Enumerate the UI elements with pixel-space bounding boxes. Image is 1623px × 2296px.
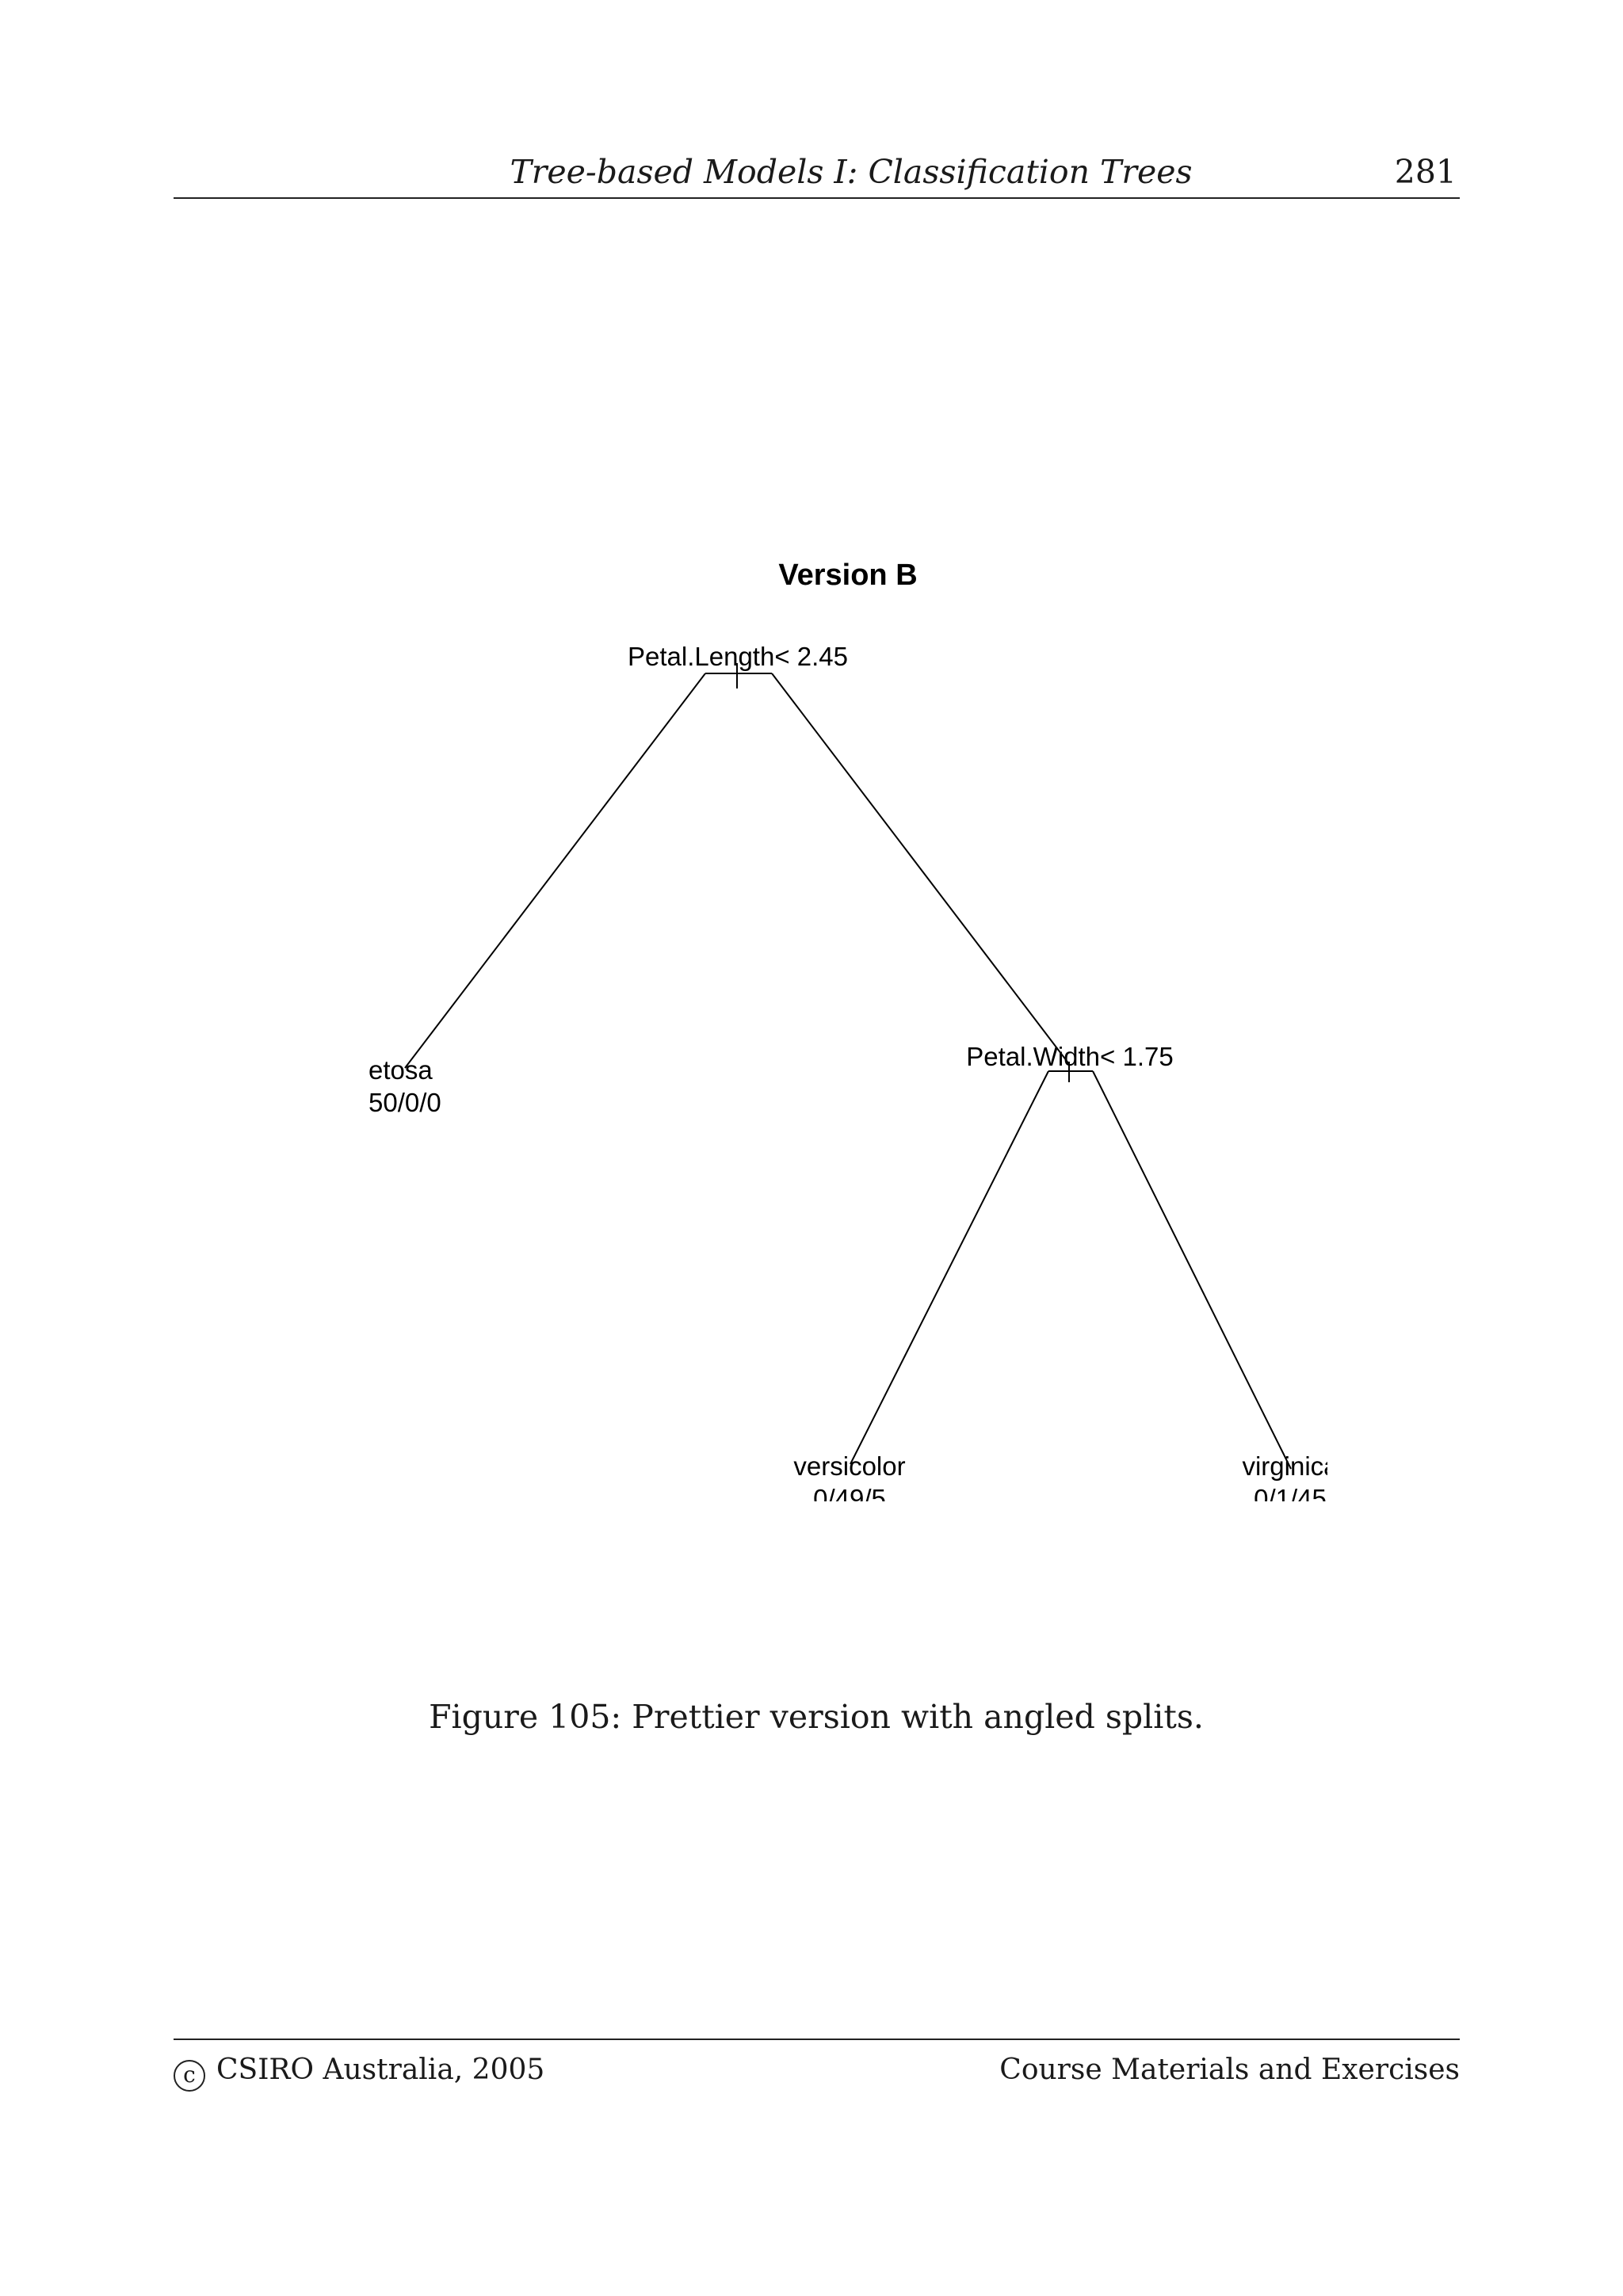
leaf-setosa-label: etosa	[369, 1055, 433, 1085]
copyright-icon: c	[174, 2060, 205, 2092]
tree-branches	[404, 663, 1292, 1470]
root-split-label: Petal.Length< 2.45	[628, 642, 848, 671]
footer-rule	[174, 2039, 1460, 2040]
leaf-versicolor-label: versicolor	[793, 1451, 905, 1481]
width-split-label: Petal.Width< 1.75	[966, 1042, 1173, 1071]
running-header-title: Tree-based Models I: Classification Tree…	[510, 153, 1193, 191]
footer-left-text: CSIRO Australia, 2005	[216, 2054, 545, 2086]
width-split-to-virginica-branch	[1092, 1070, 1292, 1470]
width-split-to-versicolor-branch	[850, 1070, 1049, 1465]
leaf-virginica-label: virginica	[1242, 1451, 1338, 1481]
plot-title: Version B	[778, 559, 917, 592]
figure-caption: Figure 105: Prettier version with angled…	[429, 1698, 1204, 1736]
header-rule	[174, 197, 1460, 199]
root-to-width-split-branch	[771, 673, 1070, 1065]
leaf-virginica-counts: 0/1/45	[1254, 1484, 1327, 1513]
page-number: 281	[1394, 153, 1457, 191]
leaf-versicolor-counts: 0/49/5	[813, 1484, 886, 1513]
footer-copyright: c CSIRO Australia, 2005	[174, 2054, 544, 2092]
leaf-setosa-counts: 50/0/0	[369, 1088, 441, 1117]
footer-course-materials: Course Materials and Exercises	[999, 2054, 1460, 2086]
root-to-setosa-branch	[404, 673, 706, 1069]
